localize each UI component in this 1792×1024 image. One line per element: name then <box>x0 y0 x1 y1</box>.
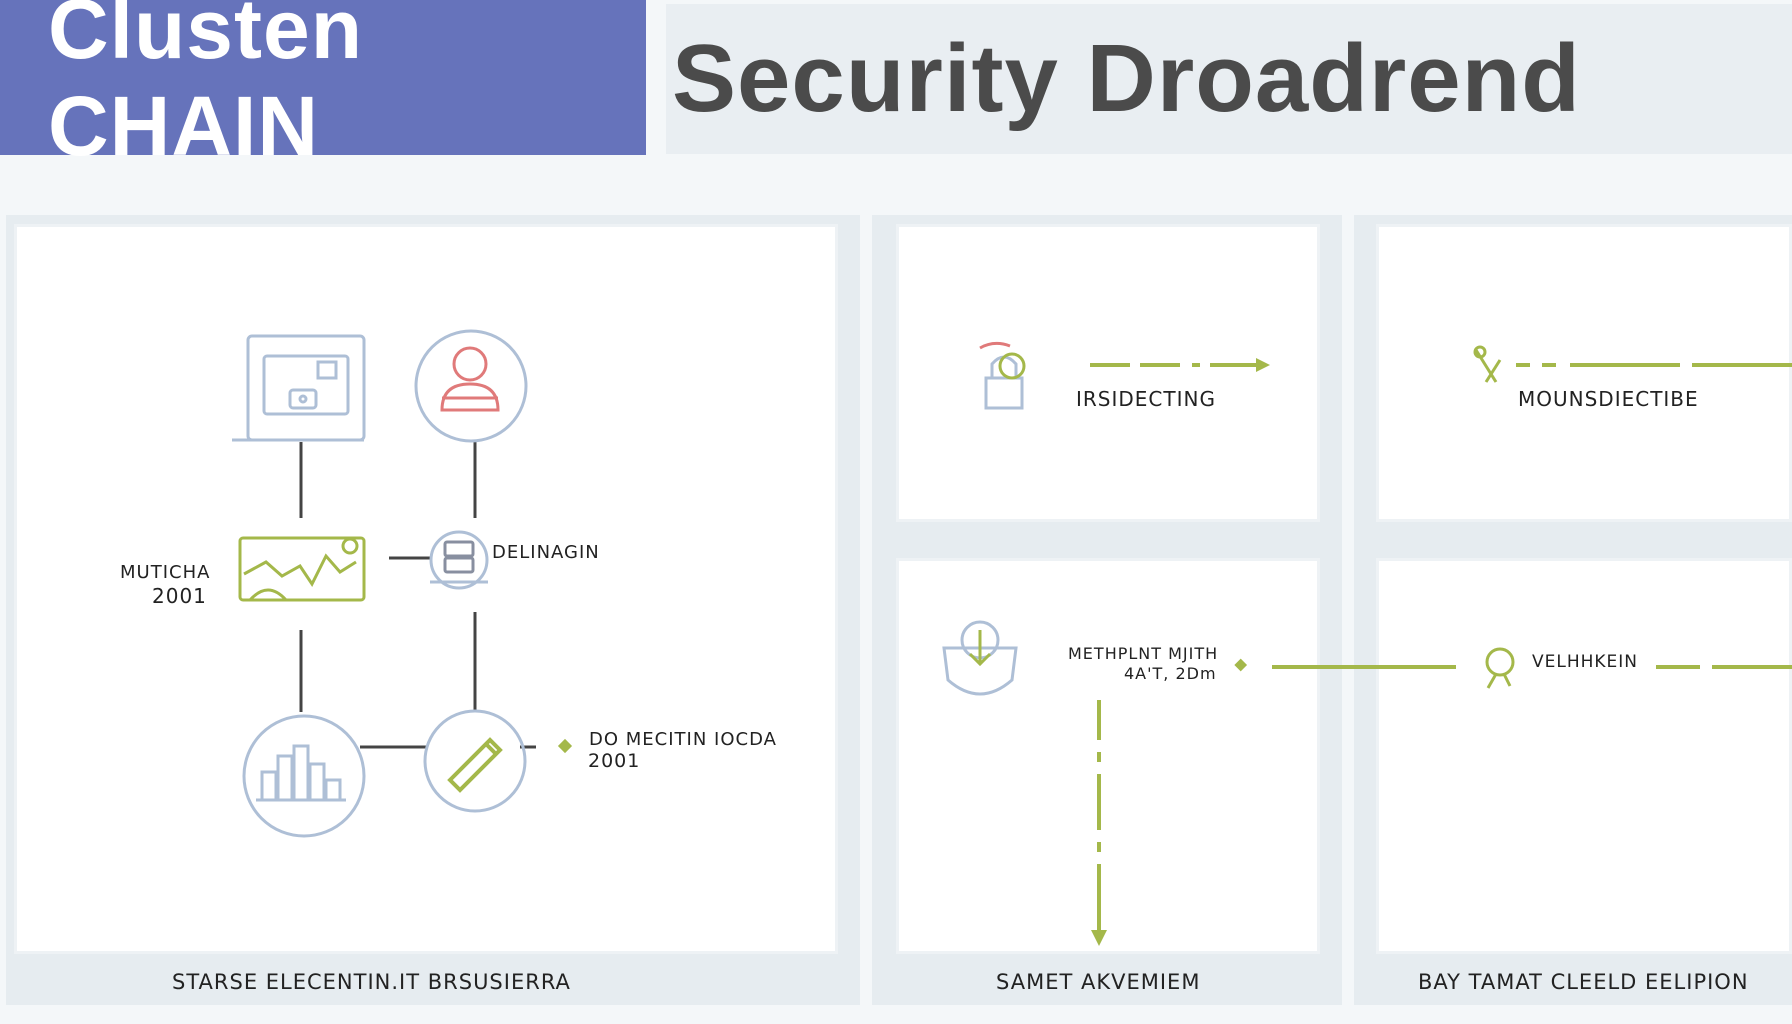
node-year-1: 2001 <box>152 584 207 608</box>
diamond-marker-middle <box>1234 658 1248 672</box>
node-label-3: DO MECITIN IOCDA <box>589 729 777 750</box>
right-top-card <box>1376 224 1792 522</box>
node-year-3: 2001 <box>588 750 641 772</box>
chart-card-icon <box>238 536 366 602</box>
floppy-disk-icon <box>232 334 366 442</box>
header-left-banner: Clusten CHAIN <box>0 0 646 173</box>
left-connectors <box>299 442 536 749</box>
middle-caption: SAMET AKVEMIEM <box>996 970 1201 994</box>
bar-chart-icon <box>242 714 366 838</box>
pencil-icon <box>423 709 527 813</box>
tools-icon <box>1473 345 1502 383</box>
vertical-dashed-arrow <box>1091 700 1107 946</box>
lock-icon <box>979 341 1026 410</box>
middle-top-arrow <box>1090 358 1270 372</box>
left-card <box>14 224 838 954</box>
middle-bottom-card <box>896 558 1320 954</box>
middle-bottom-label-line1: METHPLNT MJITH <box>1068 644 1219 663</box>
user-icon <box>414 329 528 443</box>
right-bottom-label: VELHHKEIN <box>1532 652 1639 672</box>
server-icon <box>429 530 489 590</box>
node-label-2: DELINAGIN <box>492 542 600 563</box>
middle-top-card <box>896 224 1320 522</box>
cluster-title: Clusten CHAIN <box>48 0 364 173</box>
middle-bottom-label-line2: 4A'T, 2Dm <box>1124 664 1217 683</box>
diamond-marker <box>557 738 573 754</box>
node-label-1: MUTICHA <box>120 562 211 583</box>
right-top-label: MOUNSDIECTIBE <box>1518 387 1699 411</box>
right-bottom-card <box>1376 558 1792 954</box>
middle-top-label: IRSIDECTING <box>1076 387 1216 411</box>
dashboard-title: Security Droadrend <box>672 25 1581 132</box>
right-caption: BAY TAMAT CLEELD EELIPION <box>1418 970 1749 994</box>
left-caption: STARSE ELECENTIN.IT BRSUSIERRA <box>172 970 571 994</box>
header-right-banner: Security Droadrend <box>666 4 1792 154</box>
badge-icon <box>1485 647 1515 689</box>
download-shield-icon <box>942 620 1018 696</box>
